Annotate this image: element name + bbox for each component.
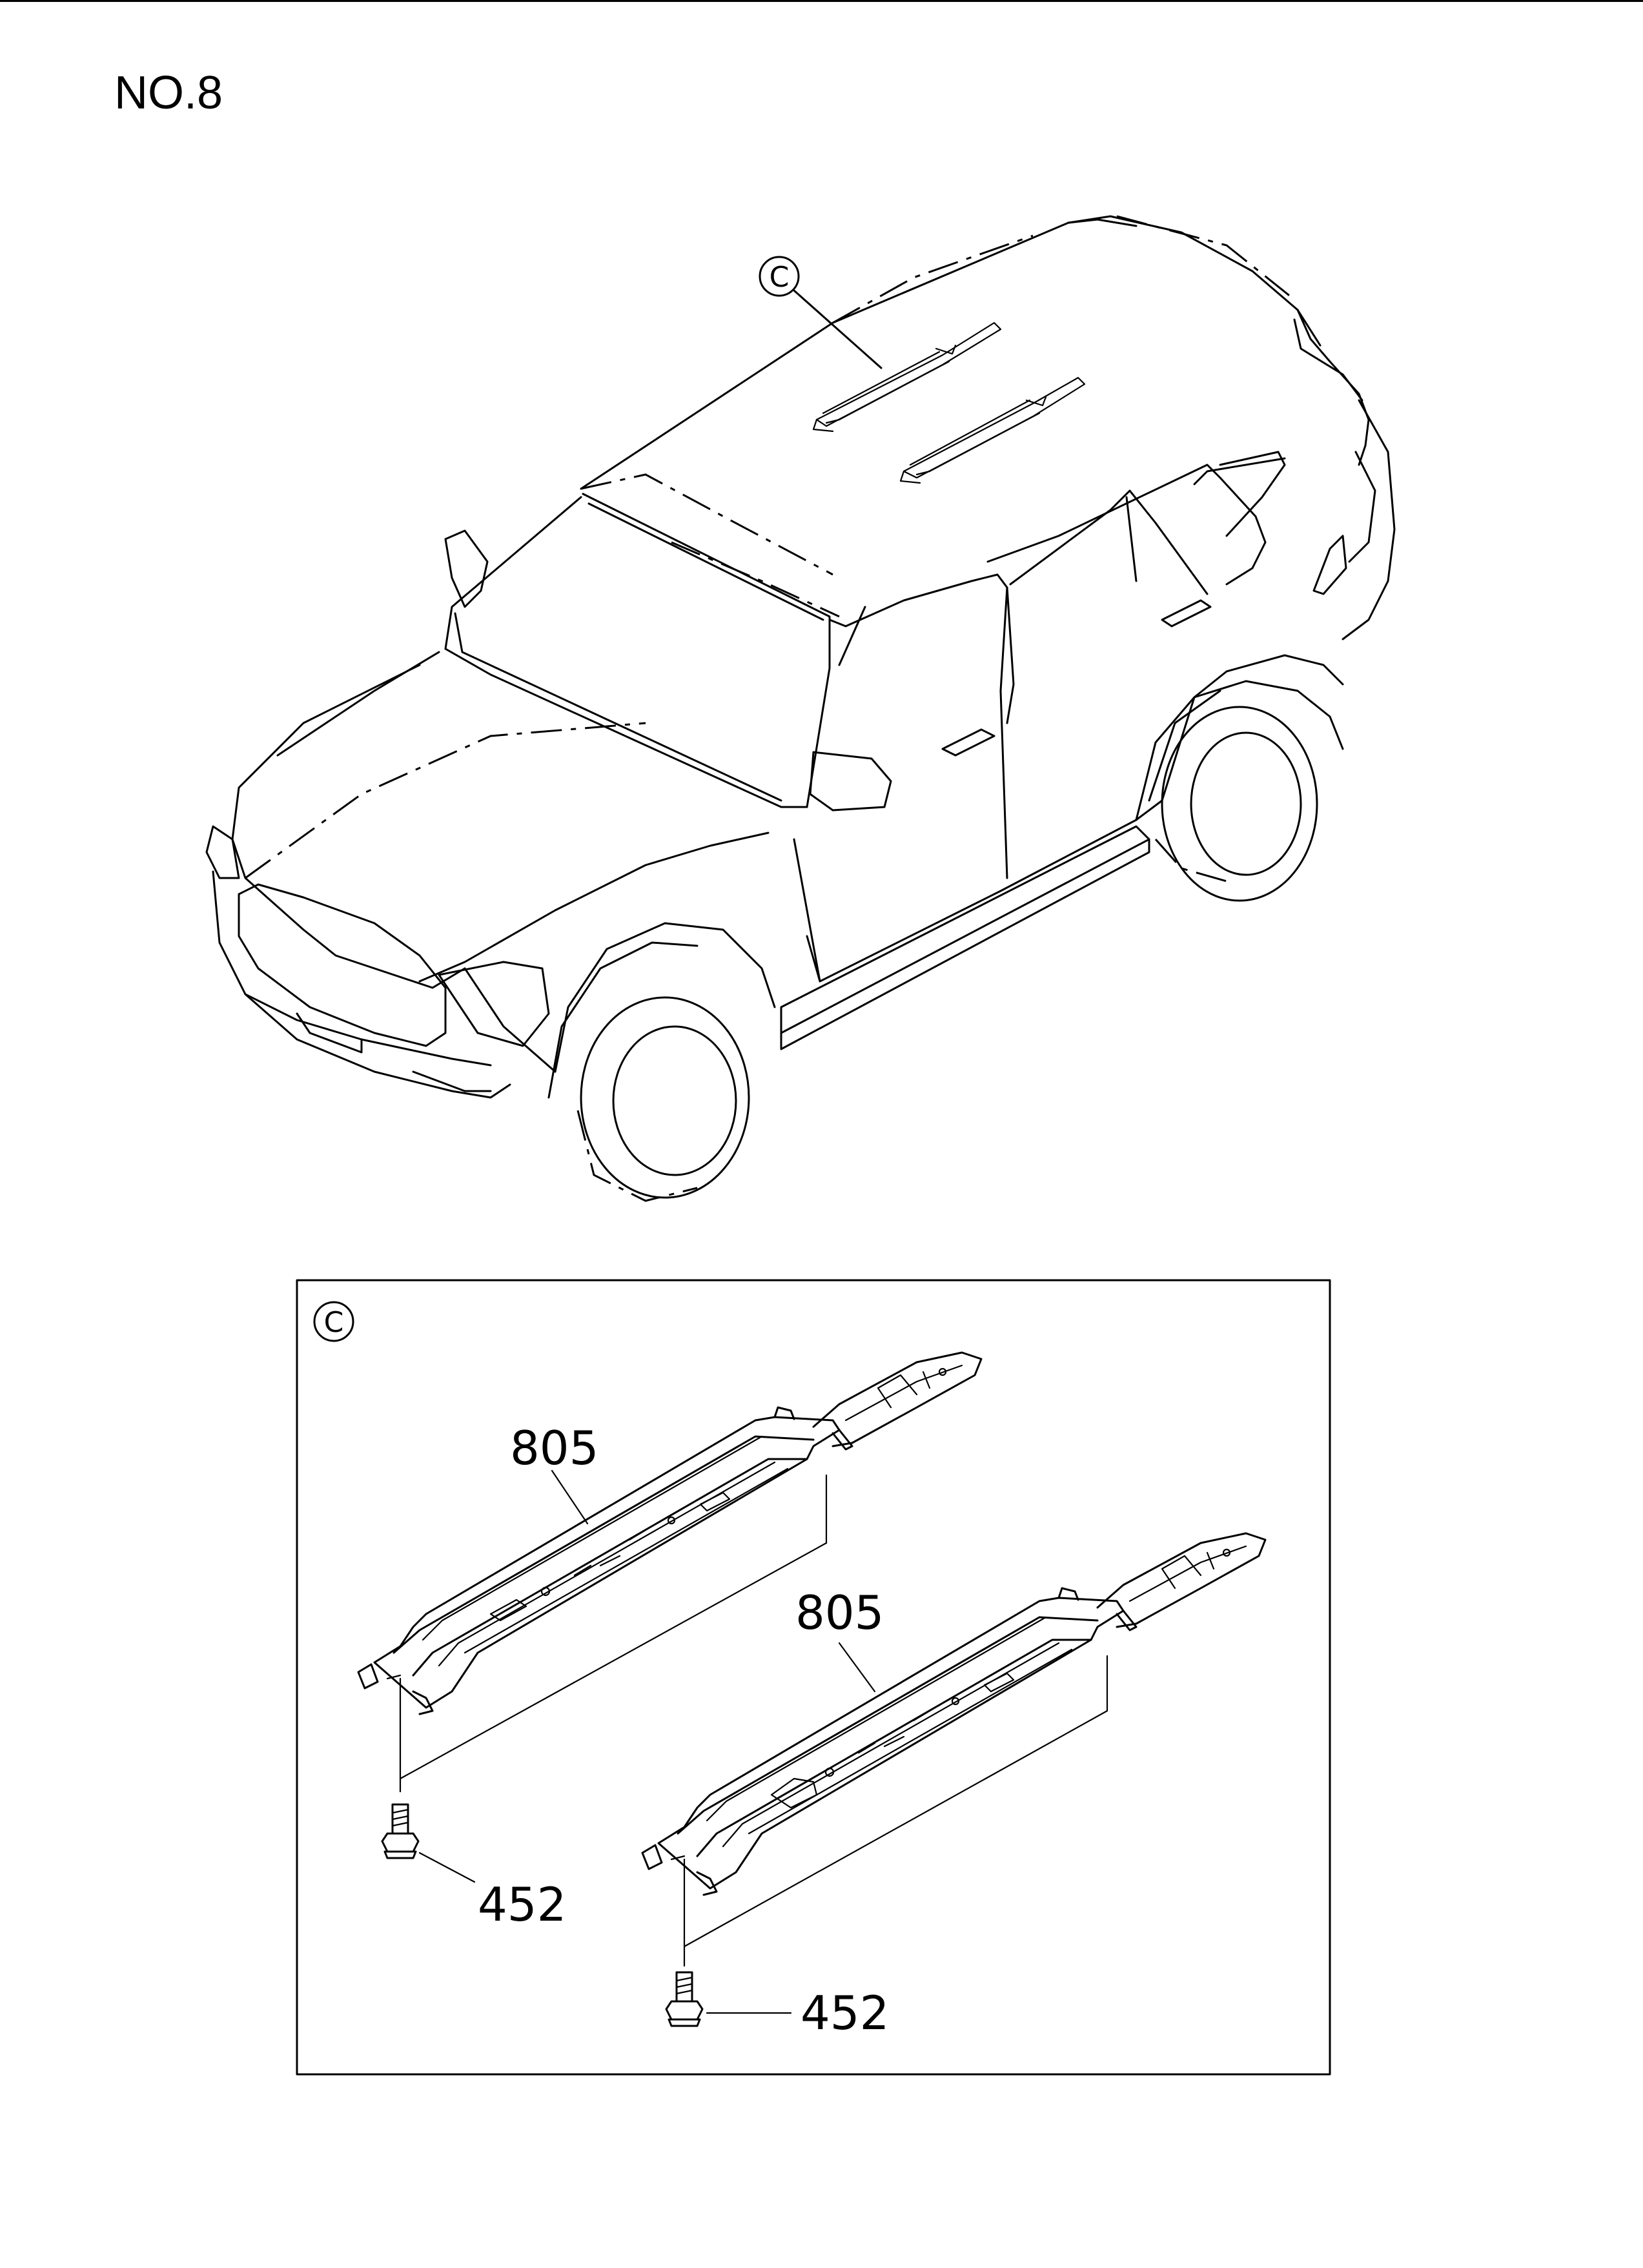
part-number-452-upper: 452: [478, 1877, 566, 1932]
callout-leader: [793, 289, 883, 369]
part-number-805-upper: 805: [510, 1421, 598, 1475]
screw-lower: [665, 1971, 704, 2027]
roof-rail-part-lower: [641, 1532, 1267, 1896]
roof-rail-front-thumbnail: [812, 322, 1002, 433]
overview-callout: C: [759, 256, 883, 369]
part-leaders: [418, 1469, 876, 2014]
leader-805-lower: [838, 1642, 876, 1693]
part-number-452-lower: 452: [801, 1986, 889, 2040]
leader-452-upper: [418, 1852, 476, 1883]
detail-callout-circle: [313, 1301, 354, 1342]
leader-805-upper: [551, 1469, 589, 1525]
upper-rail-dimension-lines: [399, 1474, 828, 1793]
overview-callout-letter: C: [770, 261, 790, 294]
vehicle-illustration: [205, 215, 1396, 1202]
part-number-805-lower: 805: [795, 1586, 884, 1640]
detail-panel: C: [296, 1279, 1331, 2076]
roof-rail-rear-thumbnail: [899, 376, 1086, 484]
page-title: NO.8: [114, 67, 223, 119]
callout-circle: [759, 256, 800, 297]
top-border: [0, 0, 1643, 2]
roof-rail-part-upper: [357, 1351, 983, 1715]
lower-rail-dimension-lines: [683, 1655, 1108, 1967]
detail-callout-letter: C: [324, 1306, 344, 1339]
screw-upper: [381, 1803, 420, 1859]
detail-frame: [296, 1279, 1331, 2076]
